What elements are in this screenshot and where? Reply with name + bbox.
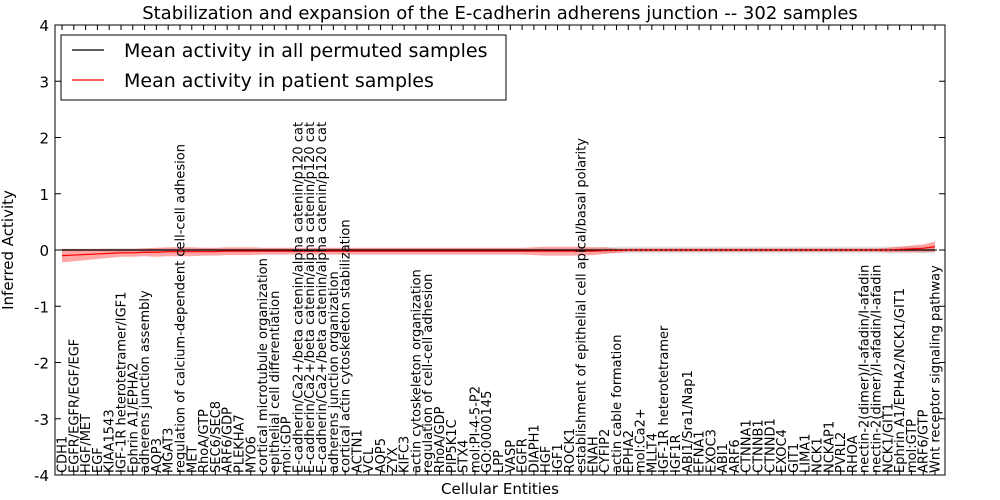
- x-tick-label: cortical microtubule organization: [256, 258, 271, 473]
- x-tick-label: E-cadherin/Ca2+/beta catenin/alpha caten…: [303, 122, 318, 473]
- x-tick-label: mol:GTP: [905, 419, 920, 473]
- x-tick-label: Ephrin A1/EPHA2: [126, 362, 141, 473]
- x-tick-label: ROCK1: [563, 428, 578, 473]
- x-tick-label: nectin-2(dimer)/I-afadin/I-afadin: [858, 265, 873, 473]
- y-tick-label: 0: [39, 242, 49, 260]
- x-tick-label: CTNND1: [763, 418, 778, 473]
- x-tick-label: GO:0000145: [480, 391, 495, 473]
- x-tick-label: EGF: [91, 447, 106, 473]
- x-tick-label: RhoA/GTP: [197, 409, 212, 473]
- x-tick-label: establishment of epithelial cell apical/…: [575, 138, 590, 473]
- x-axis-label: Cellular Entities: [441, 480, 559, 498]
- band-series-1: [62, 241, 935, 263]
- x-tick-label: PVRL2: [834, 432, 849, 473]
- x-tick-label: MGAT3: [162, 428, 177, 473]
- x-tick-label: RhoA/GDP: [433, 406, 448, 473]
- x-tick-label: CDH1: [56, 436, 71, 473]
- x-tick-label: HGF/MET: [79, 414, 94, 473]
- x-tick-label: GIT1: [787, 443, 802, 473]
- x-tick-label: adherens junction organization: [327, 271, 342, 473]
- x-tick-label: actin cable formation: [610, 335, 625, 473]
- x-tick-label: NCK1: [811, 437, 826, 473]
- x-tick-label: MET: [185, 446, 200, 473]
- x-tick-label: ARF6: [728, 439, 743, 473]
- x-tick-label: PIP5K1C: [445, 419, 460, 473]
- x-tick-label: DIAPH1: [527, 424, 542, 473]
- x-tick-label: ABI1/Sra1/Nap1: [681, 370, 696, 473]
- legend-label-patient: Mean activity in patient samples: [124, 70, 434, 92]
- x-tick-label: EGFR: [516, 438, 531, 473]
- y-tick-label: 1: [39, 186, 49, 204]
- x-tick-label: LIMA1: [799, 434, 814, 473]
- x-tick-label: Ephrin A1/EPHA2/NCK1/GIT1: [893, 288, 908, 473]
- x-axis-ticks: CDH1EGFR/EGFR/EGF/EGFHGF/METEGFKIAA1543I…: [56, 25, 944, 475]
- x-tick-label: VCL: [362, 447, 377, 473]
- x-tick-label: Wnt receptor signaling pathway: [929, 265, 944, 473]
- x-tick-label: CYFIP2: [598, 429, 613, 473]
- x-tick-label: ZYX: [386, 447, 401, 473]
- x-tick-label: regulation of calcium-dependent cell-cel…: [173, 144, 188, 473]
- x-tick-label: ABI1: [716, 443, 731, 473]
- x-tick-label: PLEKHA7: [232, 414, 247, 473]
- x-tick-label: actin cytoskeleton organization: [409, 269, 424, 473]
- y-tick-label: -1: [34, 298, 49, 316]
- x-tick-label: ACTN1: [350, 429, 365, 473]
- y-axis-ticks: -4 -3 -2 -1 0 1 2 3 4: [34, 17, 945, 485]
- x-tick-label: LPP: [492, 450, 507, 473]
- y-tick-label: -4: [34, 467, 49, 485]
- line-series-1: [61, 246, 936, 257]
- x-tick-label: E-cadherin/Ca2+/beta catenin/alpha caten…: [315, 122, 330, 473]
- x-tick-label: nectin-2(dimer)/I-afadin/I-afadin: [870, 265, 885, 473]
- x-tick-label: cortical actin cytoskeleton stabilizatio…: [339, 219, 354, 473]
- x-tick-label: CTNNB1: [752, 419, 767, 473]
- series-lines: [61, 246, 936, 257]
- x-tick-label: EFNA1: [693, 430, 708, 473]
- chart-title: Stabilization and expansion of the E-cad…: [142, 3, 858, 24]
- x-tick-label: MYO6: [244, 436, 259, 473]
- x-tick-label: mol:PI-4-5-P2: [468, 386, 483, 473]
- x-tick-label: IGF-1R heterotetramer/IGF1: [114, 292, 129, 473]
- x-tick-label: E-cadherin/Ca2+/beta catenin/alpha caten…: [291, 122, 306, 473]
- x-tick-label: STX4: [457, 440, 472, 473]
- x-tick-label: EPHA2: [622, 430, 637, 473]
- x-tick-label: CTNNA1: [740, 419, 755, 473]
- legend: Mean activity in all permuted samples Me…: [60, 34, 507, 101]
- legend-label-permuted: Mean activity in all permuted samples: [124, 40, 487, 62]
- x-tick-label: SEC6/SEC8: [209, 401, 224, 473]
- y-tick-label: -2: [34, 355, 49, 373]
- x-tick-label: ARF6/GDP: [221, 407, 236, 473]
- x-tick-label: KIFC3: [398, 436, 413, 473]
- y-tick-label: -3: [34, 411, 49, 429]
- x-tick-label: EGFR/EGFR/EGF/EGF: [67, 339, 82, 473]
- y-axis-label: Inferred Activity: [0, 190, 17, 310]
- x-tick-label: AQP5: [374, 438, 389, 473]
- x-tick-label: AQP3: [150, 438, 165, 473]
- x-tick-label: ENAH: [586, 436, 601, 473]
- x-tick-label: epithelial cell differentiation: [268, 291, 283, 473]
- x-tick-label: EXOC4: [775, 429, 790, 473]
- x-tick-label: NCKAP1: [822, 421, 837, 473]
- x-tick-label: HGF: [539, 446, 554, 473]
- x-tick-label: IGF-1R heterotetramer: [657, 325, 672, 473]
- x-tick-label: mol:GDP: [280, 416, 295, 473]
- x-tick-label: MLLT4: [645, 433, 660, 473]
- y-tick-label: 4: [39, 17, 49, 35]
- x-tick-label: EXOC3: [704, 429, 719, 473]
- x-tick-label: RHOA: [846, 435, 861, 473]
- x-tick-label: adherens junction assembly: [138, 290, 153, 473]
- x-tick-label: NCK1/GIT1: [881, 403, 896, 473]
- x-tick-label: ARF6/GTP: [917, 409, 932, 473]
- x-tick-label: IGF1: [551, 443, 566, 473]
- x-tick-label: regulation of cell-cell adhesion: [421, 274, 436, 473]
- legend-box: [60, 34, 507, 101]
- x-tick-label: KIAA1543: [103, 409, 118, 473]
- x-tick-label: IGF1R: [669, 434, 684, 473]
- y-tick-label: 2: [39, 130, 49, 148]
- y-tick-label: 3: [39, 73, 49, 91]
- x-tick-label: VASP: [504, 440, 519, 473]
- x-tick-label: mol:Ca2+: [634, 408, 649, 473]
